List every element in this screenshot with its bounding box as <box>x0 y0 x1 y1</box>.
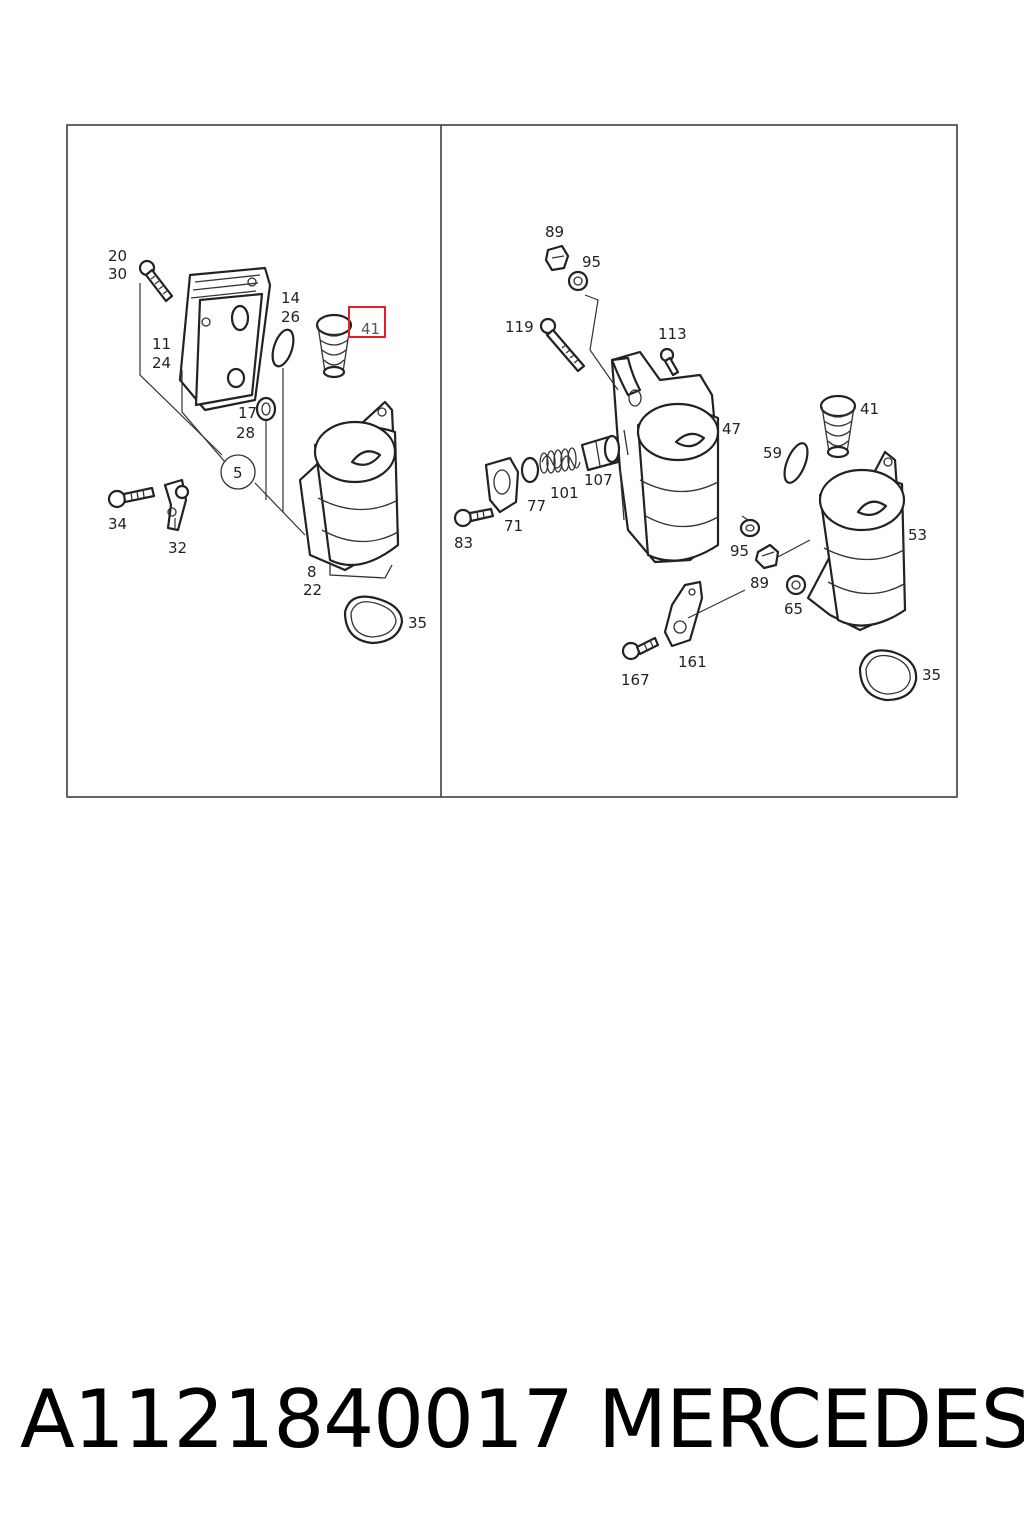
right-panel <box>453 244 918 702</box>
spring-part-41-right <box>819 394 857 459</box>
callout-119: 119 <box>505 318 534 336</box>
callout-14: 14 <box>281 289 300 307</box>
callout-167: 167 <box>621 671 650 689</box>
bolt-part-20 <box>138 259 174 303</box>
group-circle-5 <box>220 454 256 490</box>
left-callouts: 20 30 14 26 41 11 24 17 28 5 34 32 8 22 … <box>108 247 427 632</box>
plug-part-89-mid <box>754 543 780 570</box>
parts-diagram: 20 30 14 26 41 11 24 17 28 5 34 32 8 22 … <box>66 124 958 798</box>
callout-26: 26 <box>281 308 300 326</box>
callout-71: 71 <box>504 517 523 535</box>
callout-161: 161 <box>678 653 707 671</box>
oil-cooler-part-11 <box>178 266 272 412</box>
callout-89-top: 89 <box>545 223 564 241</box>
callout-32: 32 <box>168 539 187 557</box>
right-callouts: 89 95 119 113 41 47 59 77 101 107 71 83 … <box>454 223 941 689</box>
filter-housing-part-8 <box>298 400 400 579</box>
callout-24: 24 <box>152 354 171 372</box>
callout-65: 65 <box>784 600 803 618</box>
callout-77: 77 <box>527 497 546 515</box>
screw-part-113 <box>659 347 680 377</box>
bolt-part-167 <box>621 636 660 661</box>
callout-35-left: 35 <box>408 614 427 632</box>
washer-part-95-mid <box>739 518 761 538</box>
gasket-part-71 <box>484 456 520 514</box>
brand-text: MERCEDES <box>598 1373 1024 1466</box>
spring-part-101 <box>539 447 581 474</box>
footer: A1121840017 MERCEDES <box>0 1370 1024 1470</box>
fitting-part-32 <box>163 478 190 532</box>
callout-20: 20 <box>108 247 127 265</box>
left-panel <box>107 259 404 645</box>
callout-107: 107 <box>584 471 613 489</box>
plug-part-89-top <box>544 244 570 272</box>
bolt-part-83 <box>453 507 495 528</box>
washer-part-65 <box>785 574 807 596</box>
filter-housing-part-47 <box>610 350 720 564</box>
washer-part-95-top <box>567 270 589 292</box>
callout-95-top: 95 <box>582 253 601 271</box>
ring-part-17 <box>255 396 277 422</box>
seal-part-14 <box>271 328 295 368</box>
part-number-text: A1121840017 <box>20 1373 574 1466</box>
callout-5: 5 <box>233 464 243 482</box>
callout-113: 113 <box>658 325 687 343</box>
highlight-box <box>348 306 386 338</box>
bolt-part-119 <box>539 317 586 373</box>
valve-part-107 <box>580 434 621 472</box>
callout-11: 11 <box>152 335 171 353</box>
callout-47: 47 <box>722 420 741 438</box>
callout-95-mid: 95 <box>730 542 749 560</box>
callout-17: 17 <box>238 404 257 422</box>
gasket-part-35-left <box>343 595 404 645</box>
diagram-frame <box>66 124 958 798</box>
callout-89-mid: 89 <box>750 574 769 592</box>
seal-part-59 <box>783 442 809 484</box>
callout-83: 83 <box>454 534 473 552</box>
callout-8: 8 <box>307 563 317 581</box>
callout-22: 22 <box>303 581 322 599</box>
bolt-part-34 <box>107 486 156 509</box>
callout-41-highlighted[interactable]: 41 <box>361 320 380 338</box>
callout-35-right: 35 <box>922 666 941 684</box>
callout-53: 53 <box>908 526 927 544</box>
callout-28: 28 <box>236 424 255 442</box>
spring-part-41 <box>315 313 353 379</box>
callout-59: 59 <box>763 444 782 462</box>
oring-part-77 <box>520 456 540 484</box>
callout-41-right: 41 <box>860 400 879 418</box>
callout-101: 101 <box>550 484 579 502</box>
gasket-part-35-right <box>858 649 918 702</box>
filter-housing-part-53 <box>806 450 907 632</box>
bracket-part-161 <box>663 580 704 648</box>
callout-30: 30 <box>108 265 127 283</box>
callout-34: 34 <box>108 515 127 533</box>
